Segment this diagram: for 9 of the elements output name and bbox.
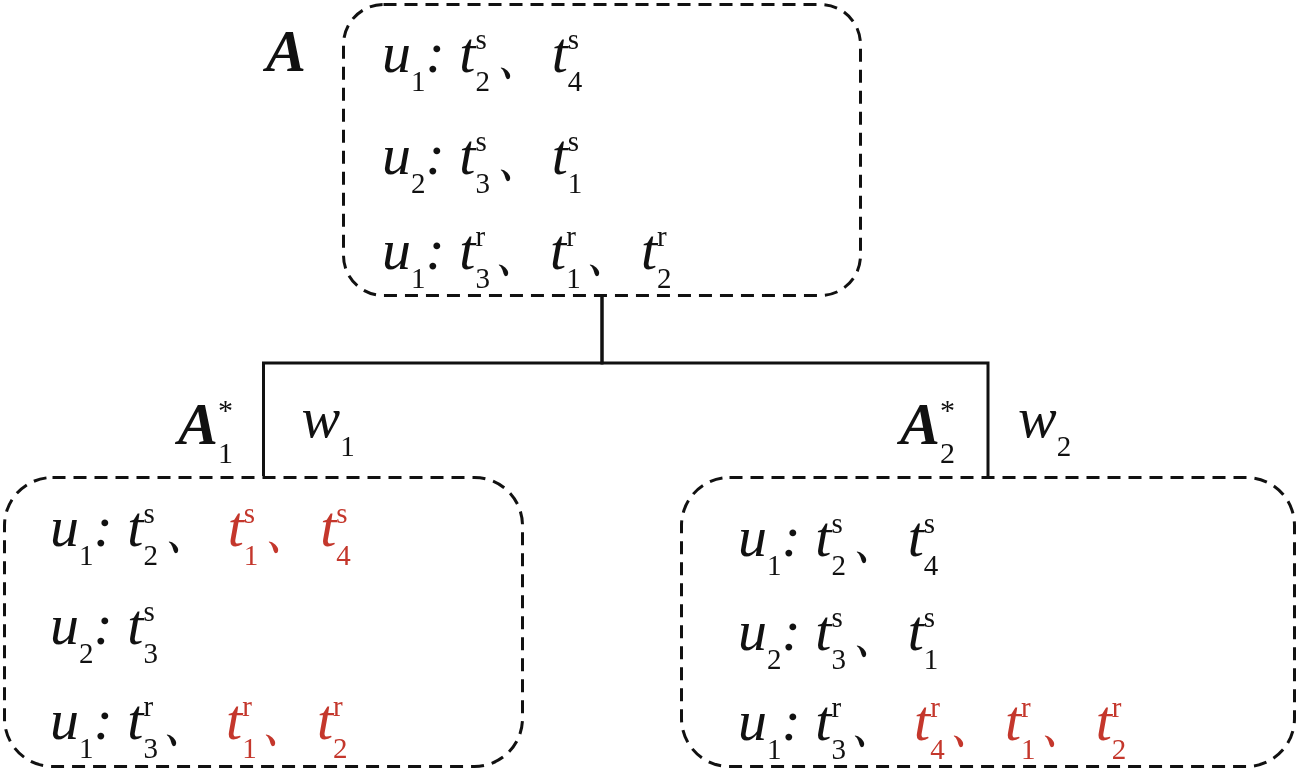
edge-label: w$_{2}$ <box>1018 389 1072 459</box>
assignment-text: u$_{1}$: t$_{3}$$^{r}$、 <box>50 691 219 761</box>
dashed-rounded-box <box>3 476 524 768</box>
dashed-rounded-box <box>342 3 862 297</box>
connector-line <box>600 297 990 476</box>
edge-label: w$_{1}$ <box>301 389 355 459</box>
assignment-text: u$_{1}$: t$_{3}$$^{r}$、 <box>738 692 907 762</box>
dashed-rounded-box <box>680 476 1296 768</box>
assignment-text: u$_{1}$: t$_{2}$$^{s}$、 <box>50 498 220 568</box>
